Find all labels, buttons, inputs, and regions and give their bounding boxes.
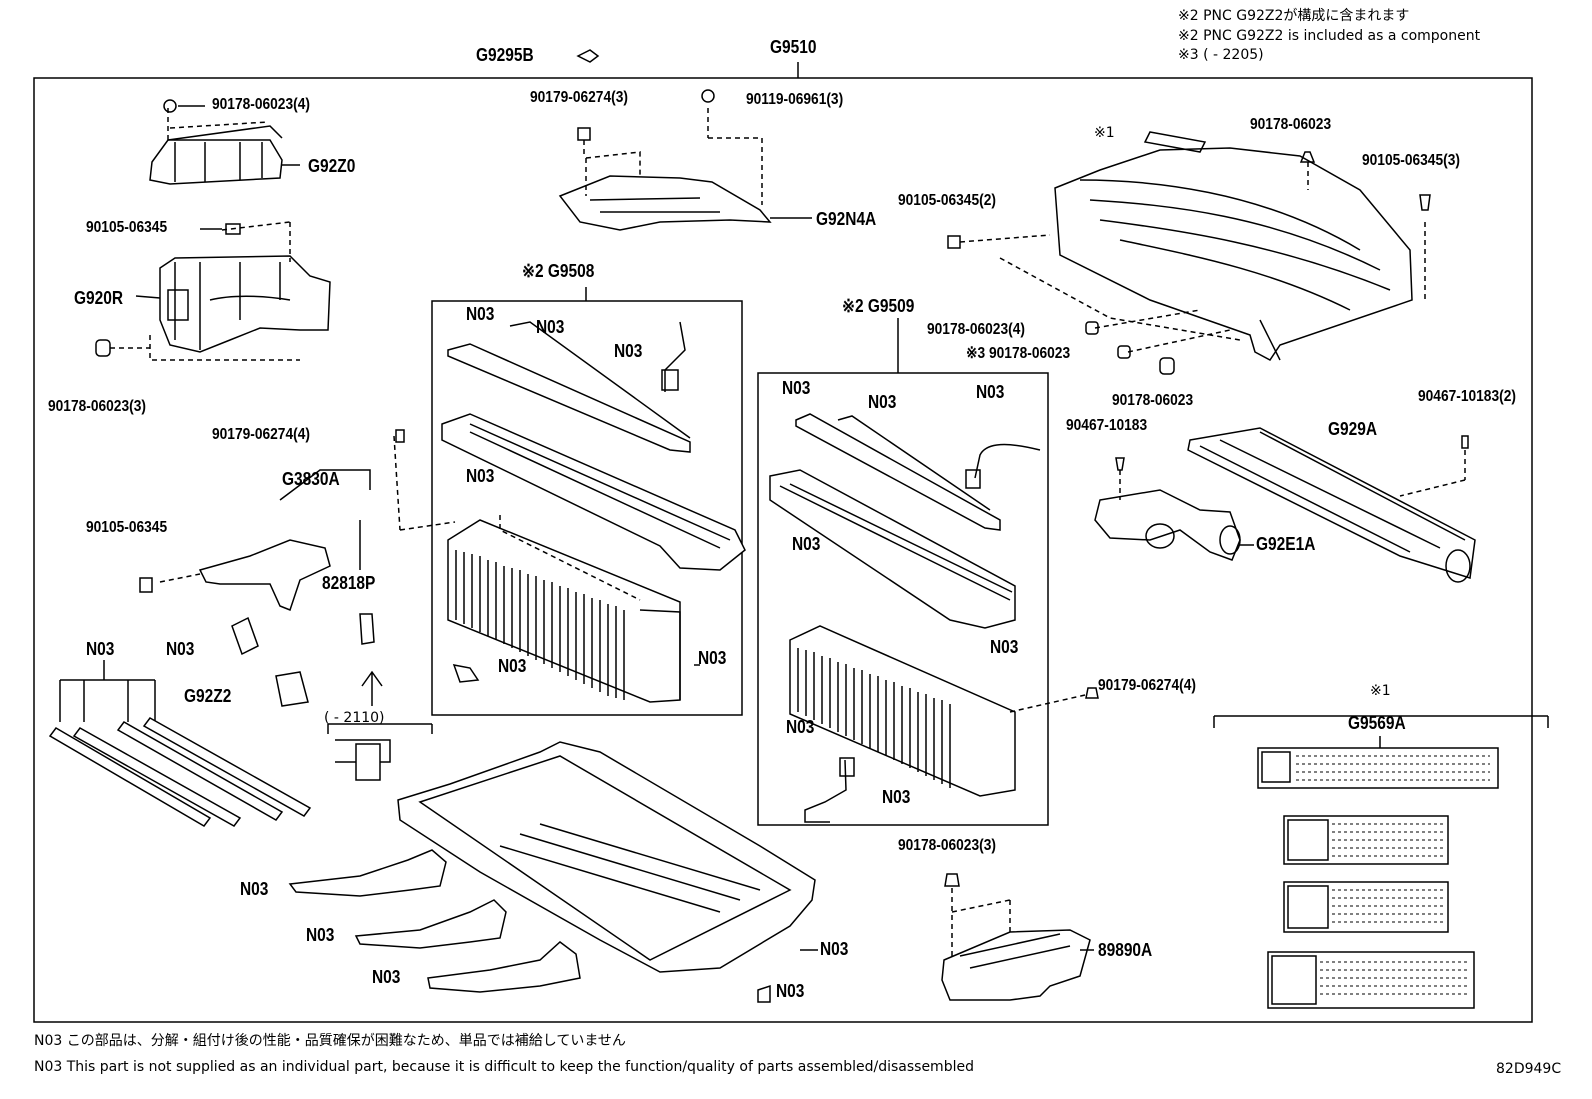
note-pnc-en: ※2 PNC G92Z2 is included as a component <box>1178 28 1481 44</box>
label-n03: N03 <box>614 341 643 361</box>
label-n03: N03 <box>786 717 815 737</box>
label-g92z0: G92Z0 <box>308 156 356 176</box>
g92z0-part <box>149 99 300 185</box>
g920r-part <box>95 221 331 361</box>
footer-note-jp: N03 この部品は、分解・組付け後の性能・品質確保が困難なため、単品では補給して… <box>34 1033 626 1049</box>
label-mark1-g9569a: ※1 <box>1370 683 1391 699</box>
label-89890a: 89890A <box>1098 940 1153 960</box>
g9569a-labels <box>1213 715 1549 1009</box>
label-90179-06274-4a: 90179-06274(4) <box>212 426 310 443</box>
g92n4a-part <box>558 49 812 231</box>
label-g9510: G9510 <box>770 37 817 57</box>
label-90467-10183: 90467-10183 <box>1066 417 1148 434</box>
footer-note-en: N03 This part is not supplied as an indi… <box>34 1059 974 1075</box>
label-90179-06274-4b: 90179-06274(4) <box>1098 677 1196 694</box>
label-n03: N03 <box>372 967 401 987</box>
drawing-code: 82D949C <box>1496 1061 1562 1077</box>
label-90178-06023-3b: 90178-06023(3) <box>898 837 996 854</box>
g9509-frame <box>757 372 1049 826</box>
g9508-module <box>441 321 746 703</box>
label-n03: N03 <box>782 378 811 398</box>
label-n03: N03 <box>536 317 565 337</box>
label-n03: N03 <box>820 939 849 959</box>
label-mark1-top: ※1 <box>1094 125 1115 141</box>
label-n03: N03 <box>306 925 335 945</box>
label-n03: N03 <box>698 648 727 668</box>
label-n03: N03 <box>466 304 495 324</box>
label-90105-06345-b: 90105-06345 <box>86 519 168 536</box>
note-pnc-jp: ※2 PNC G92Z2が構成に含まれます <box>1178 8 1410 24</box>
label-range-2110: ( - 2110) <box>324 710 385 726</box>
label-n03: N03 <box>990 637 1019 657</box>
g3830a-part <box>139 429 456 707</box>
label-g92n4a: G92N4A <box>816 209 877 229</box>
label-90119-06961-3: 90119-06961(3) <box>746 91 844 108</box>
label-90105-06345-a: 90105-06345 <box>86 219 168 236</box>
label-mark3-90178-06023: ※3 90178-06023 <box>966 345 1071 362</box>
89890a-part <box>941 873 1094 1001</box>
label-90467-10183-2: 90467-10183(2) <box>1418 388 1516 405</box>
label-g92z2: G92Z2 <box>184 686 232 706</box>
label-g929a: G929A <box>1328 419 1378 439</box>
label-n03: N03 <box>882 787 911 807</box>
lower-plates <box>288 849 771 1003</box>
label-g92e1a: G92E1A <box>1256 534 1316 554</box>
label-90105-06345-2: 90105-06345(2) <box>898 192 996 209</box>
note-range-2205: ※3 ( - 2205) <box>1178 47 1264 63</box>
label-90178-06023-4b: 90178-06023(4) <box>927 321 1025 338</box>
label-n03: N03 <box>792 534 821 554</box>
label-n03: N03 <box>776 981 805 1001</box>
label-g9569a: G9569A <box>1348 713 1406 733</box>
label-90178-06023-3a: 90178-06023(3) <box>48 398 146 415</box>
label-90178-06023-c: 90178-06023 <box>1112 392 1194 409</box>
label-82818p: 82818P <box>322 573 376 593</box>
upper-case-cover <box>947 131 1431 375</box>
label-n03: N03 <box>240 879 269 899</box>
label-n03: N03 <box>498 656 527 676</box>
label-g9509: ※2 G9509 <box>842 296 915 316</box>
g9509-module <box>769 413 1099 823</box>
g929a-duct <box>1187 427 1476 583</box>
label-n03: N03 <box>868 392 897 412</box>
label-g9295b: G9295B <box>476 45 534 65</box>
label-g920r: G920R <box>74 288 124 308</box>
label-g3830a: G3830A <box>282 469 340 489</box>
label-n03: N03 <box>166 639 195 659</box>
n03-seals <box>48 660 312 827</box>
label-90178-06023-4: 90178-06023(4) <box>212 96 310 113</box>
label-90178-06023-top: 90178-06023 <box>1250 116 1332 133</box>
g92e1a-duct <box>1094 457 1254 561</box>
diagram-frame <box>33 77 1533 1023</box>
label-g9508: ※2 G9508 <box>522 261 595 281</box>
label-90105-06345-3: 90105-06345(3) <box>1362 152 1460 169</box>
lower-battery-tray <box>327 723 818 973</box>
label-n03: N03 <box>976 382 1005 402</box>
label-n03: N03 <box>86 639 115 659</box>
label-n03: N03 <box>466 466 495 486</box>
g9508-frame <box>431 300 743 716</box>
label-90179-06274-3: 90179-06274(3) <box>530 89 628 106</box>
